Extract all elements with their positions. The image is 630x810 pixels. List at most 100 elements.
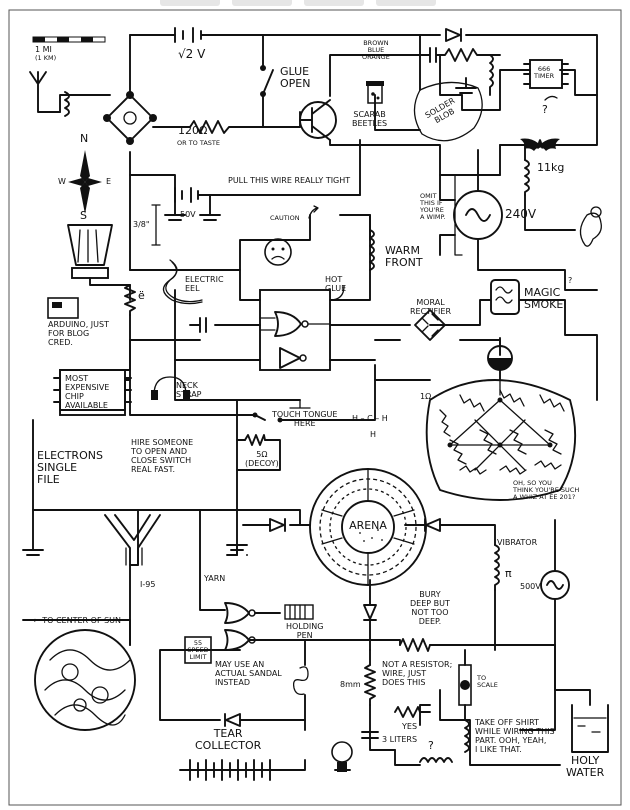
eel-icon [162,259,203,305]
bat-icon [520,138,560,151]
speed-limit-sign [184,636,212,664]
y-junction [104,514,161,566]
label-moral-rectifier: Moral Rectifier [410,298,452,316]
label-touch-tongue: Touch tongue here [272,410,338,428]
top-tab [304,0,364,6]
compass-n: N [80,132,89,145]
motor-to-scale [458,664,472,706]
label-whiz: Oh, so you think you're such a whiz at E… [513,479,580,501]
label-h-c-h: H – C – H [352,414,388,423]
label-warm-front: Warm Front [385,244,423,269]
label-8mm: 8mm [340,680,361,689]
inductor-11kg [524,159,530,196]
magic-smoke-jar [490,279,520,315]
switch-hire [252,412,283,423]
label-take-off-shirt: Take off shirt while wiring this part. O… [475,718,555,754]
inductor-shirt [464,719,470,753]
label-electrons-single-file: Electrons Single File [37,449,103,486]
capacitor-3l [361,731,379,739]
label-question-right: ? [568,276,573,285]
label-pull-wire: Pull this wire really tight [228,176,351,185]
diode-bury [363,604,377,621]
lightbulb-icon [331,741,353,772]
label-electric-eel: Electric Eel [185,275,224,293]
tongue-leads [289,399,311,409]
resistor-yes [394,706,431,718]
inductor-warm-front [369,229,375,271]
label-666-timer: 666 Timer [534,65,555,80]
logic-gates-yarn [224,602,314,651]
diode-tear [224,713,241,727]
resistor-not-a-resistor [364,638,431,706]
label-not-a-resistor: Not a resistor; wire, just does this [382,660,453,687]
compass-w: W [58,177,66,186]
label-hot-glue: Hot Glue [325,275,347,293]
label-to-scale: To scale [477,674,498,689]
compass-rose-icon [68,150,102,214]
vibrator-coil [494,544,500,591]
resistor-decoy [244,434,266,446]
top-tab [160,0,220,6]
scale-label-mi: 1 mi [35,45,52,54]
antenna-icon [29,71,61,113]
arduino-board [47,297,79,319]
battery-top [174,27,216,43]
shamrock-icon [425,379,577,501]
label-i95: I-95 [140,580,156,589]
compass-s: S [80,209,87,222]
diode-arena-right [424,518,441,532]
label-tear-collector: Tear Collector [195,727,262,752]
label-to-center-of-sun: ← To center of sun [33,616,121,625]
moral-rectifier-diamond [414,309,446,341]
glue-switch [260,65,274,97]
expensive-chip [53,369,132,416]
label-50v: 50V [180,210,196,219]
scarab-jar [366,81,384,104]
sandal-curve [292,666,309,696]
label-three-eighths: 3/8" [133,220,150,229]
battery-50v [164,187,221,221]
label-240v: 240V [505,207,537,221]
bridge-rectifier-diamond [103,91,157,145]
label-sqrt2v: √2 V [178,47,206,61]
label-or-to-taste: or to taste [177,139,220,147]
dimension-marker [151,204,161,246]
label-500v: 500V [520,582,541,591]
label-decoy: 5Ω (decoy) [245,450,279,468]
inductor-coil [64,91,70,117]
label-120-ohm: 120Ω [178,124,208,137]
diode-arena-left [269,518,286,532]
label-sandal: May use an actual sandal instead [215,660,282,687]
label-magic-smoke: Magic Smoke [524,286,564,311]
label-glue-open: Glue Open [280,65,311,90]
top-tab [232,0,292,6]
beaker-icon [554,644,609,753]
ac-source-500v [540,570,570,600]
label-holding-pen: Holding Pen [286,622,324,640]
transistor [299,99,337,141]
lighthouse-icon [67,224,131,286]
scale-bar [32,36,106,43]
frame-border [8,9,622,806]
headphones-icon [151,376,190,400]
label-one-ohm: 1Ω [420,392,432,401]
label-hire-someone: Hire someone to open and close switch re… [131,438,194,474]
label-brown-blue-orange: Brown Blue Orange [362,39,390,61]
caution-arrow [308,205,319,219]
resistor-e [124,284,136,316]
top-tab [376,0,436,6]
label-yes: Yes [402,722,418,731]
glue-arrow [329,285,345,301]
capacitor-chain [419,47,501,96]
label-question-top: ? [542,103,548,116]
label-e-umlaut: ë [138,289,145,302]
label-h-bottom: H [370,430,377,439]
label-speed-limit: 55 Speed Limit [187,639,209,661]
battery-row [189,759,271,781]
label-11kg: 11kg [537,161,565,174]
tangle-sun [34,629,136,731]
label-scarab-beetles: Scarab Beetles [352,110,388,128]
label-question-bottom: ? [428,739,434,752]
timer-chip [523,59,569,89]
